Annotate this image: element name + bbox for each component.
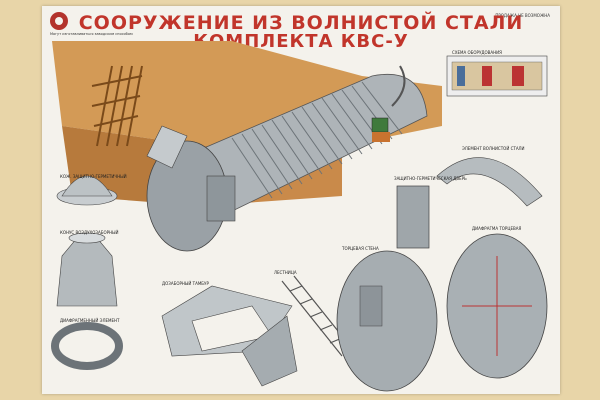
tambour-detail <box>161 285 298 387</box>
end-wall-front <box>336 250 438 392</box>
label-door: ЗАЩИТНО-ГЕРМЕТИЧЕСКАЯ ДВЕРЬ <box>394 176 467 181</box>
label-hood-bottom: КОНУС ВОЗДУХОЗАБОРНЫЙ <box>60 230 119 235</box>
poster-title-line1: СООРУЖЕНИЕ ИЗ ВОЛНИСТОЙ СТАЛИ <box>78 12 524 34</box>
label-scheme: СХЕМА ОБОРУДОВАНИЯ <box>452 50 502 55</box>
emblem-icon <box>50 12 68 30</box>
top-right-note: ПРОДАЖА НЕ ВОЗМОЖНА <box>495 13 550 18</box>
poster-sheet: Могут изготавливаться заводским способом… <box>42 6 560 394</box>
label-hood-top: КОЖ. ЗАЩИТНО-ГЕРМЕТИЧНЫЙ <box>60 174 127 179</box>
label-ladder: ЛЕСТНИЦА <box>274 270 297 275</box>
trench-revetment <box>91 65 143 147</box>
top-left-note: Могут изготавливаться заводским способом <box>50 32 133 36</box>
arch-detail <box>436 157 543 207</box>
label-arch: ЭЛЕМЕНТ ВОЛНИСТОЙ СТАЛИ <box>462 146 525 151</box>
label-end-wall-back: ДИАФРАГМА ТОРЦЕВАЯ <box>472 226 522 231</box>
label-ring: ДИАФРАГМЕННЫЙ ЭЛЕМЕНТ <box>60 318 120 323</box>
label-end-wall-front: ТОРЦЕВАЯ СТЕНА <box>342 246 379 251</box>
hood-detail <box>51 175 123 370</box>
illustration <box>51 41 548 392</box>
door-detail <box>396 185 430 249</box>
label-tambour: ДОЗАБОРНЫЙ ТАМБУР <box>162 281 209 286</box>
equipment-scheme <box>446 55 548 97</box>
corrugated-tube <box>146 65 428 252</box>
